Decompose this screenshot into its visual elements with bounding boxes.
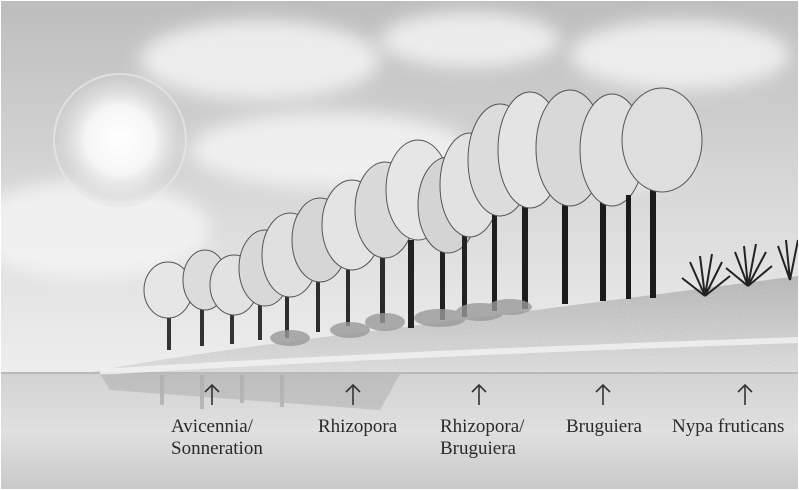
label-rhizopora: Rhizopora [318,416,397,438]
sun-icon [52,72,188,208]
label-line: Bruguiera [440,438,524,460]
label-rhizopora-bruguiera: Rhizopora/ Bruguiera [440,416,524,460]
label-line: Rhizopora/ [440,416,524,438]
label-avicennia-sonneration: Avicennia/ Sonneration [171,416,263,460]
label-nypa-fruticans: Nypa fruticans [672,416,784,438]
label-line: Rhizopora [318,416,397,438]
label-line: Sonneration [171,438,263,460]
label-line: Nypa fruticans [672,416,784,438]
label-line: Avicennia/ [171,416,263,438]
label-bruguiera: Bruguiera [566,416,642,438]
label-line: Bruguiera [566,416,642,438]
